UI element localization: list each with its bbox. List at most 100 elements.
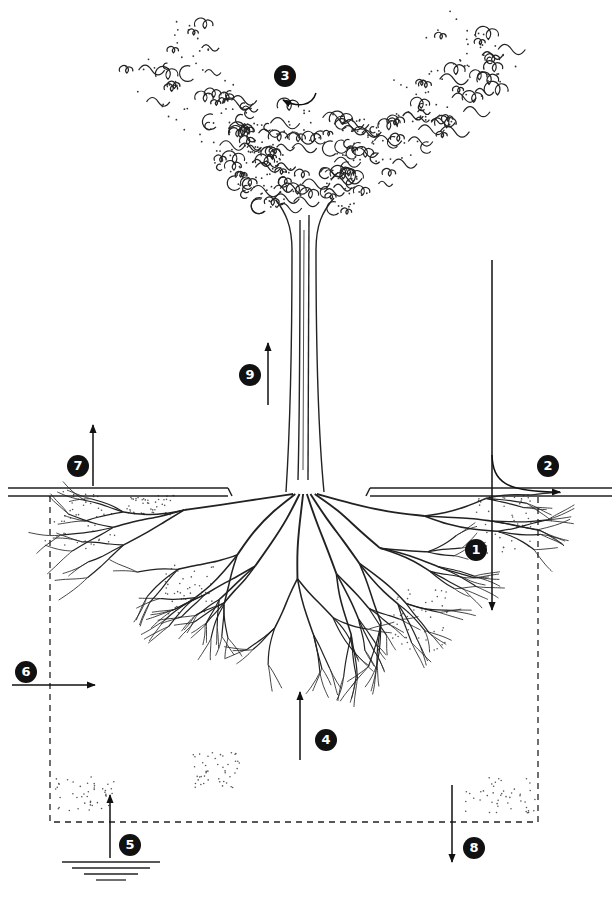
soil-dot bbox=[94, 524, 96, 526]
root-line bbox=[123, 510, 184, 515]
root-line bbox=[534, 548, 558, 550]
root-line bbox=[124, 510, 185, 545]
root-line bbox=[195, 555, 237, 598]
leaf-scribble bbox=[462, 91, 483, 103]
leaf-dot bbox=[137, 91, 139, 93]
root-line bbox=[350, 676, 356, 703]
leaf-dot bbox=[357, 130, 359, 132]
soil-stipple bbox=[44, 491, 535, 814]
soil-dot bbox=[194, 756, 196, 758]
leaf-dot bbox=[175, 119, 177, 121]
leaf-scribble bbox=[279, 177, 292, 184]
root-line bbox=[224, 647, 247, 650]
soil-dot bbox=[44, 540, 46, 542]
leaf-dot bbox=[453, 63, 455, 65]
soil-dot bbox=[511, 540, 513, 542]
soil-dot bbox=[407, 616, 409, 618]
leaf-dot bbox=[473, 99, 475, 101]
soil-dot bbox=[511, 514, 513, 516]
soil-dot bbox=[525, 811, 527, 813]
root-line bbox=[84, 500, 123, 512]
leaf-scribble bbox=[453, 86, 464, 92]
soil-dot bbox=[93, 787, 95, 789]
root-line bbox=[474, 572, 500, 576]
leaf-dot bbox=[230, 171, 232, 173]
leaf-dot bbox=[161, 106, 163, 108]
leaf-dot bbox=[253, 123, 255, 125]
soil-dot bbox=[55, 788, 57, 790]
leaf-dot bbox=[154, 67, 156, 69]
leaf-dot bbox=[353, 143, 355, 145]
leaf-dot bbox=[282, 176, 284, 178]
leaf-scribble bbox=[251, 198, 265, 214]
leaf-dot bbox=[293, 190, 295, 192]
soil-dot bbox=[442, 627, 444, 629]
leaf-scribble bbox=[232, 96, 257, 105]
leaf-dot bbox=[468, 65, 470, 67]
leaf-dot bbox=[483, 33, 485, 35]
soil-dot bbox=[519, 795, 521, 797]
soil-dot bbox=[137, 497, 139, 499]
leaf-dot bbox=[342, 130, 344, 132]
leaf-scribble bbox=[269, 148, 280, 154]
leaf-scribble bbox=[217, 164, 222, 170]
leaf-dot bbox=[220, 112, 222, 114]
soil-dot bbox=[520, 800, 522, 802]
leaf-dot bbox=[499, 81, 501, 83]
leaf-dot bbox=[482, 44, 484, 46]
leaf-dot bbox=[366, 192, 368, 194]
leaf-dot bbox=[271, 186, 273, 188]
soil-dot bbox=[479, 799, 481, 801]
soil-dot bbox=[147, 499, 149, 501]
leaf-dot bbox=[298, 137, 300, 139]
leaf-dot bbox=[309, 139, 311, 141]
leaf-dot bbox=[246, 174, 248, 176]
leaf-dot bbox=[177, 29, 179, 31]
soil-dot bbox=[69, 510, 71, 512]
root-line bbox=[64, 515, 85, 521]
soil-dot bbox=[83, 504, 85, 506]
leaf-scribble bbox=[202, 114, 216, 130]
soil-dot bbox=[90, 543, 92, 545]
root-line bbox=[446, 610, 471, 611]
root-line bbox=[336, 574, 351, 635]
soil-dot bbox=[496, 812, 498, 814]
root-line bbox=[398, 604, 417, 640]
root-line bbox=[429, 633, 446, 645]
root-line bbox=[454, 589, 469, 597]
leaf-dot bbox=[279, 159, 281, 161]
root-line bbox=[37, 535, 61, 553]
soil-dot bbox=[527, 812, 529, 814]
soil-dot bbox=[93, 789, 95, 791]
leaf-scribble bbox=[167, 46, 178, 52]
soil-dot bbox=[156, 506, 158, 508]
soil-dot bbox=[91, 805, 93, 807]
root-line bbox=[429, 633, 443, 649]
soil-dot bbox=[234, 772, 236, 774]
leaf-dot bbox=[346, 169, 348, 171]
leaf-dot bbox=[257, 124, 259, 126]
leaf-dot bbox=[237, 183, 239, 185]
leaf-dot bbox=[440, 34, 442, 36]
root-line bbox=[527, 503, 552, 515]
soil-dot bbox=[63, 532, 65, 534]
leaf-dot bbox=[266, 160, 268, 162]
soil-dot bbox=[514, 788, 516, 790]
soil-dot bbox=[206, 576, 208, 578]
soil-dot bbox=[521, 498, 523, 500]
leaf-scribble bbox=[353, 186, 369, 195]
leaf-scribble bbox=[382, 168, 395, 176]
soil-dot bbox=[441, 644, 443, 646]
leaf-scribble bbox=[314, 131, 325, 144]
leaf-scribble bbox=[352, 127, 381, 138]
leaf-scribble bbox=[387, 115, 405, 125]
leaf-dot bbox=[261, 177, 263, 179]
root-line bbox=[406, 604, 429, 633]
leaf-dot bbox=[255, 177, 257, 179]
soil-dot bbox=[407, 642, 409, 644]
runoff-arrow bbox=[492, 455, 560, 492]
root-line bbox=[137, 569, 178, 572]
root-line bbox=[412, 643, 432, 662]
root-line bbox=[314, 635, 320, 672]
leaf-scribble bbox=[205, 69, 221, 75]
